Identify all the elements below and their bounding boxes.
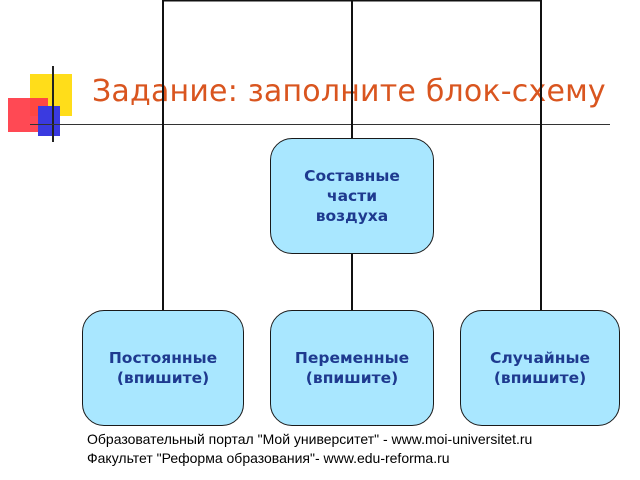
node-random: Случайные (впишите) — [460, 310, 620, 426]
node-constant: Постоянные (впишите) — [82, 310, 244, 426]
footer-line-portal: Образовательный портал "Мой университет"… — [87, 431, 533, 447]
node-air-components: Составные части воздуха — [270, 138, 434, 254]
title-underline — [30, 124, 610, 125]
decor-blue-square — [38, 106, 60, 136]
node-variable: Переменные (впишите) — [270, 310, 434, 426]
decor-vertical-line — [52, 66, 54, 142]
footer-line-faculty: Факультет "Реформа образования"- www.edu… — [87, 450, 450, 466]
slide-title: Задание: заполните блок-схему — [92, 74, 606, 109]
footer: Образовательный портал "Мой университет"… — [87, 430, 532, 468]
